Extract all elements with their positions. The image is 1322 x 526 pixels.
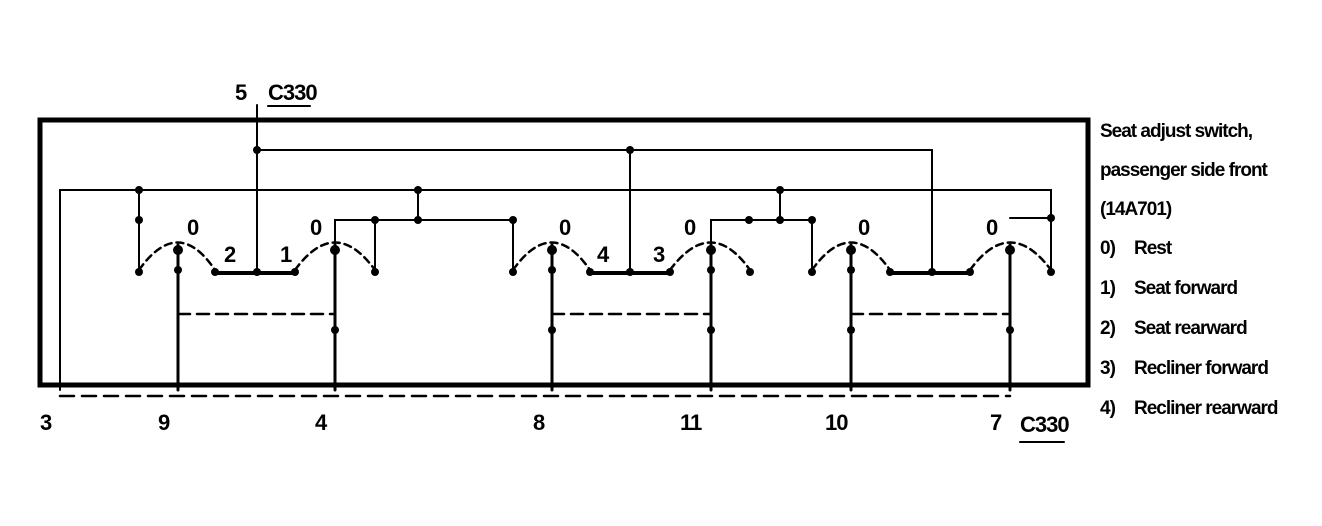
switch-arc-2 [293, 241, 377, 272]
position-mark-rest-5: 0 [858, 215, 870, 240]
legend-title-line: Seat adjust switch, [1100, 121, 1253, 142]
position-mark-rest-4: 0 [684, 215, 696, 240]
legend-item-label: Seat forward [1134, 278, 1238, 299]
position-mark-rest-1: 0 [187, 215, 199, 240]
switch-arc-1 [137, 241, 217, 272]
legend-item-num: 4) [1100, 398, 1116, 419]
junction-dots [135, 146, 1055, 334]
legend-item: 1) Seat forward [1100, 269, 1315, 309]
switch-arc-4 [668, 241, 752, 272]
legend-item-num: 0) [1100, 238, 1116, 259]
legend-item: 4) Recliner rearward [1100, 389, 1315, 429]
position-mark-recliner-rearward: 4 [597, 242, 610, 267]
legend-title-line: passenger side front [1100, 160, 1268, 181]
legend-item: 2) Seat rearward [1100, 309, 1315, 349]
legend-item-label: Seat rearward [1134, 318, 1248, 339]
legend-item-num: 2) [1100, 318, 1116, 339]
top-pin-label: 5 [235, 80, 247, 105]
connector-label-bottom: C330 [1020, 412, 1069, 437]
position-mark-seat-rearward: 2 [224, 242, 236, 267]
switch-arc-3 [511, 241, 592, 272]
legend-item-label: Recliner rearward [1134, 398, 1279, 419]
legend-item-num: 3) [1100, 358, 1116, 379]
bottom-pin-label: 3 [40, 410, 52, 435]
rail-c [710, 219, 813, 271]
legend-item-label: Rest [1134, 238, 1172, 259]
position-mark-rest-3: 0 [559, 215, 571, 240]
position-mark-recliner-forward: 3 [653, 242, 665, 267]
legend-item: 3) Recliner forward [1100, 349, 1315, 389]
bottom-pin-label: 11 [680, 410, 702, 435]
bottom-pin-label: 4 [315, 410, 328, 435]
pin-3-bus [59, 189, 1052, 391]
position-mark-rest-2: 0 [310, 215, 322, 240]
pin-5-bus [256, 149, 933, 273]
bottom-pin-label: 9 [158, 410, 170, 435]
bottom-pin-label: 7 [990, 410, 1002, 435]
legend-item-label: Recliner forward [1134, 358, 1269, 379]
connector-label-top: C330 [268, 80, 317, 105]
position-mark-seat-forward: 1 [280, 242, 292, 267]
switch-arc-5 [810, 241, 892, 272]
legend-item: 0) Rest [1100, 229, 1315, 269]
bottom-pin-label: 8 [533, 410, 545, 435]
switch-enclosure [37, 117, 1091, 388]
legend: Seat adjust switch, passenger side front… [1100, 112, 1315, 429]
switch-arc-6 [968, 241, 1053, 272]
position-mark-rest-6: 0 [986, 215, 998, 240]
bottom-pin-label: 10 [825, 410, 848, 435]
legend-item-num: 1) [1100, 278, 1116, 299]
legend-title-line: (14A701) [1100, 199, 1172, 220]
